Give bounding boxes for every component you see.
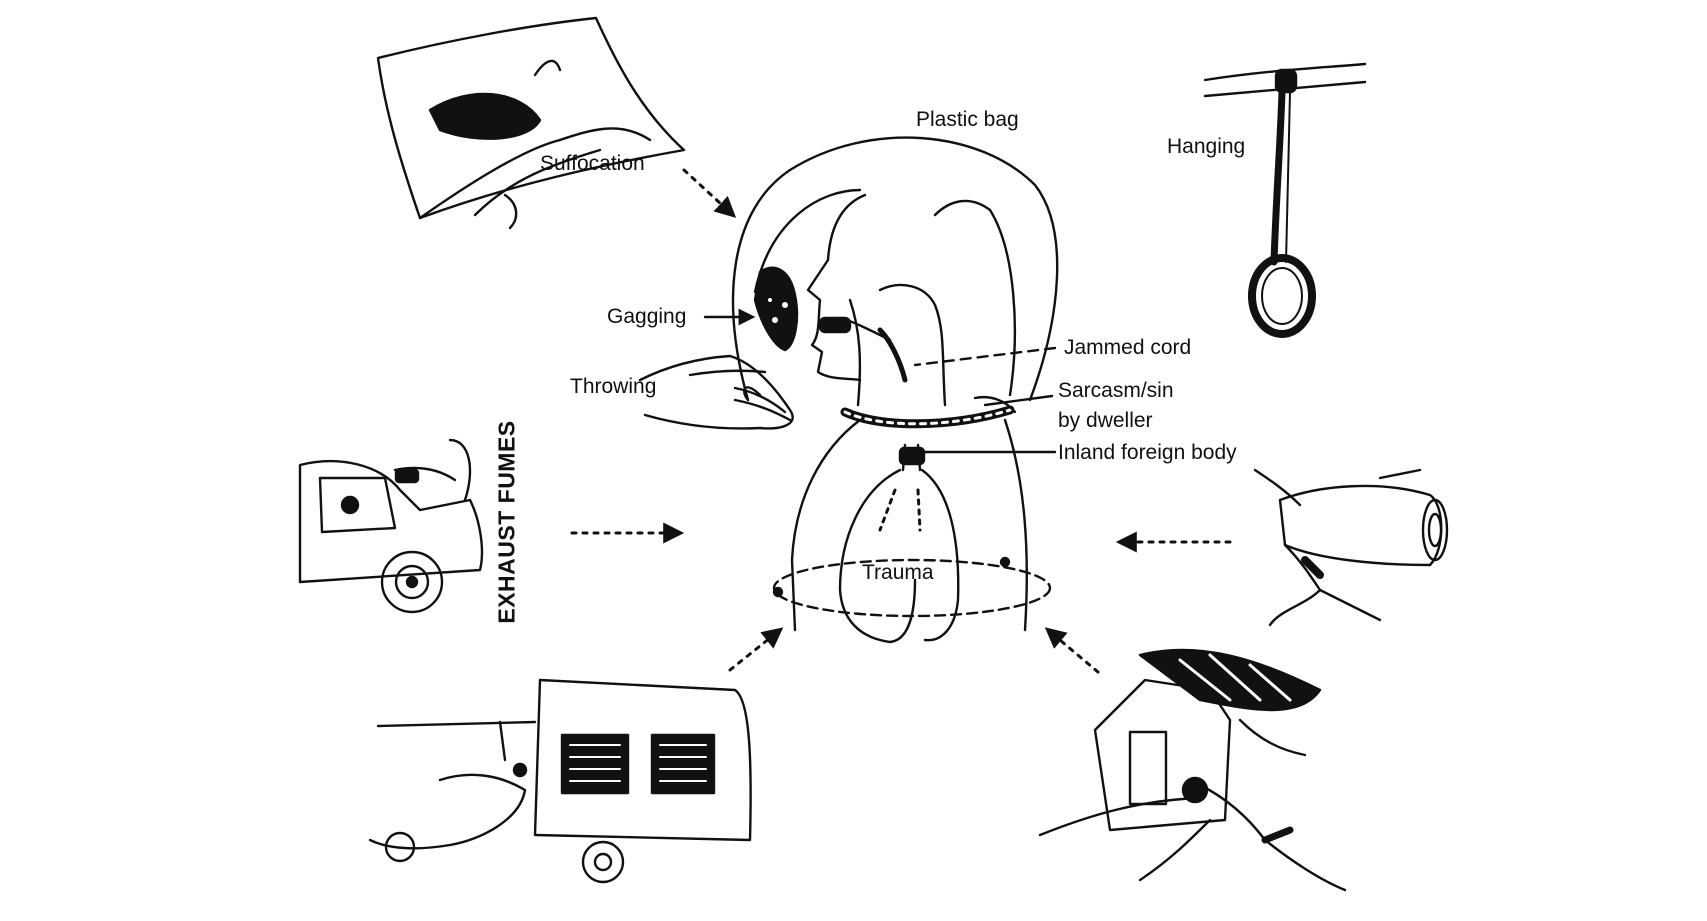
- lungs: [838, 443, 960, 644]
- label-inland-foreign-body: Inland foreign body: [1058, 441, 1237, 464]
- head-profile: [806, 193, 947, 407]
- label-throwing: Throwing: [570, 375, 657, 398]
- label-suffocation: Suffocation: [540, 152, 645, 175]
- log-carrying-illustration: [1253, 468, 1449, 627]
- label-plastic-bag: Plastic bag: [916, 108, 1019, 131]
- collapsing-house-illustration: [1038, 648, 1347, 892]
- label-gagging: Gagging: [607, 305, 687, 328]
- caravan-illustration: [368, 678, 752, 884]
- throwing-hand: [638, 354, 794, 430]
- car-illustration: [298, 438, 484, 614]
- suffocation-pillow-illustration: [376, 16, 686, 230]
- label-sarcasm-line1: Sarcasm/sin: [1058, 379, 1174, 402]
- label-leader-lines: [703, 308, 1057, 454]
- neck-rope: [840, 396, 1017, 429]
- label-trauma: Trauma: [862, 561, 934, 584]
- plastic-bag-outline: [731, 136, 1059, 402]
- torso-outline: [790, 418, 1028, 632]
- label-sarcasm-line2: by dweller: [1058, 409, 1153, 432]
- label-exhaust-fumes: EXHAUST FUMES: [493, 420, 520, 624]
- label-jammed-cord: Jammed cord: [1064, 336, 1192, 359]
- dotted-arrows: [570, 168, 1232, 674]
- label-hanging: Hanging: [1167, 135, 1246, 158]
- noose-illustration: [1203, 62, 1367, 338]
- gag-object: [753, 266, 799, 352]
- trauma-ring: [772, 556, 1052, 618]
